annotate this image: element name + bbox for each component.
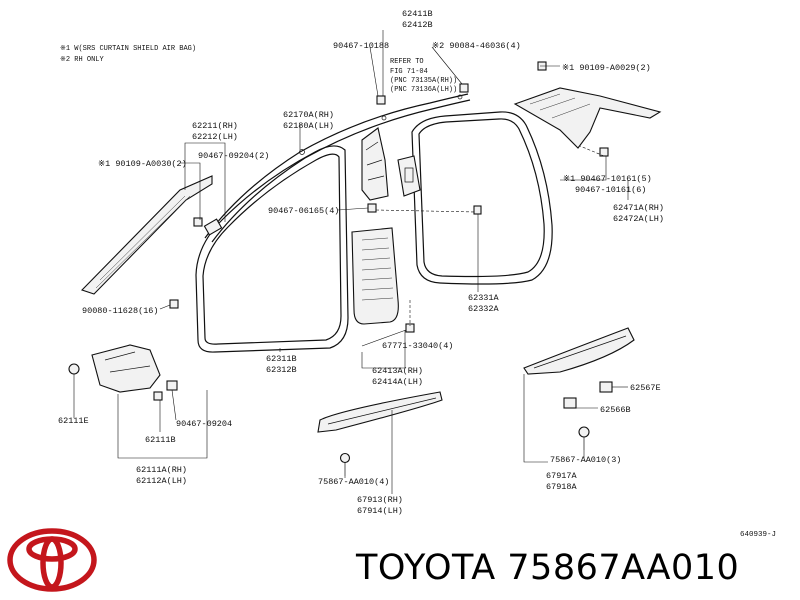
clip-62567E [599,381,613,393]
note-rh-only: ※2 RH ONLY [60,56,104,64]
refer-to-line2: FIG 71-04 [390,68,428,76]
front-pillar-clip [193,217,223,236]
roof-side-rail-garnish [204,93,471,243]
label-62312B: 62312B [266,365,297,375]
label-62472A: 62472A(LH) [613,214,664,224]
front-pillar-garnish [80,175,213,295]
label-62180A: 62180A(LH) [283,121,334,131]
label-62170A: 62170A(RH) [283,110,334,120]
clip-90467-06165 [367,203,377,213]
clip-67771 [405,323,415,333]
brand-name: TOYOTA [356,548,496,588]
clip-90467-10188 [376,95,386,105]
label-62112A: 62112A(LH) [136,476,187,486]
toyota-logo [7,528,97,592]
label-62412B: 62412B [402,20,433,30]
label-62566B: 62566B [600,405,631,415]
label-90467-06165: 90467-06165(4) [268,206,339,216]
label-62414A: 62414A(LH) [372,377,423,387]
label-90080-11628: 90080-11628(16) [82,306,159,316]
label-62311B: 62311B [266,354,297,364]
roof-side-inner-garnish [513,87,662,149]
clip-90467-09204 [166,380,178,391]
center-pillar-lower-garnish [351,227,399,325]
screw-75867-front [339,452,351,476]
label-90467-10161-6: 90467-10161(6) [575,185,646,195]
label-90467-09204: 90467-09204 [176,419,232,429]
label-67771-33040: 67771-33040(4) [382,341,453,351]
clip-90467-10161 [599,147,609,157]
clip-90080-11628 [169,299,179,309]
label-67917A: 67917A [546,471,578,481]
label-90084-46036: ※2 90084-46036(4) [432,41,521,51]
screw-75867-rear [578,426,590,450]
label-90467-10188: 90467-10188 [333,41,389,51]
refer-to-line4: (PNC 73136A(LH)) [390,86,457,94]
clip-62111B-small [153,391,163,401]
label-62471A: 62471A(RH) [613,203,664,213]
front-door-scuff-plate [317,391,443,433]
label-62411B: 62411B [402,9,433,19]
cowl-side-trim [91,344,161,393]
front-door-opening-weatherstrip [195,145,349,353]
clip-62566B [563,397,577,409]
label-62111A: 62111A(RH) [136,465,187,475]
note-curtain-airbag: ※1 W(SRS CURTAIN SHIELD AIR BAG) [60,45,196,53]
label-62212: 62212(LH) [192,132,238,142]
label-67913: 67913(RH) [357,495,403,505]
label-75867-AA010-4: 75867-AA010(4) [318,477,389,487]
label-90109-A0029: ※1 90109-A0029(2) [562,63,651,73]
part-number: 75867AA010 [507,548,740,588]
label-62111E: 62111E [58,416,89,426]
clip-90084-46036 [459,83,469,93]
refer-to-line3: (PNC 73135A(RH)) [390,77,457,85]
label-90109-A0030: ※1 90109-A0030(2) [98,159,187,169]
label-62567E: 62567E [630,383,661,393]
rear-door-opening-weatherstrip [411,111,553,285]
catalog-code: 640939-J [740,531,777,539]
rear-door-scuff-plate [523,327,635,375]
label-90467-09204-2: 90467-09204(2) [198,151,269,161]
label-67914: 67914(LH) [357,506,403,516]
refer-to-line1: REFER TO [390,58,424,66]
label-62332A: 62332A [468,304,500,314]
clip-62331A [473,205,482,215]
label-75867-AA010-3: 75867-AA010(3) [550,455,621,465]
label-62413A: 62413A(RH) [372,366,423,376]
label-62111B: 62111B [145,435,176,445]
brand-title: TOYOTA 75867AA010 [356,548,739,588]
center-pillar-upper-garnish [361,127,389,201]
label-62211: 62211(RH) [192,121,238,131]
label-67918A: 67918A [546,482,578,492]
leader-lines [73,30,629,494]
seatbelt-retractor-cover [397,155,421,197]
clip-62111E [68,363,80,375]
label-62331A: 62331A [468,293,500,303]
label-90467-10161-5: ※1 90467-10161(5) [563,174,652,184]
